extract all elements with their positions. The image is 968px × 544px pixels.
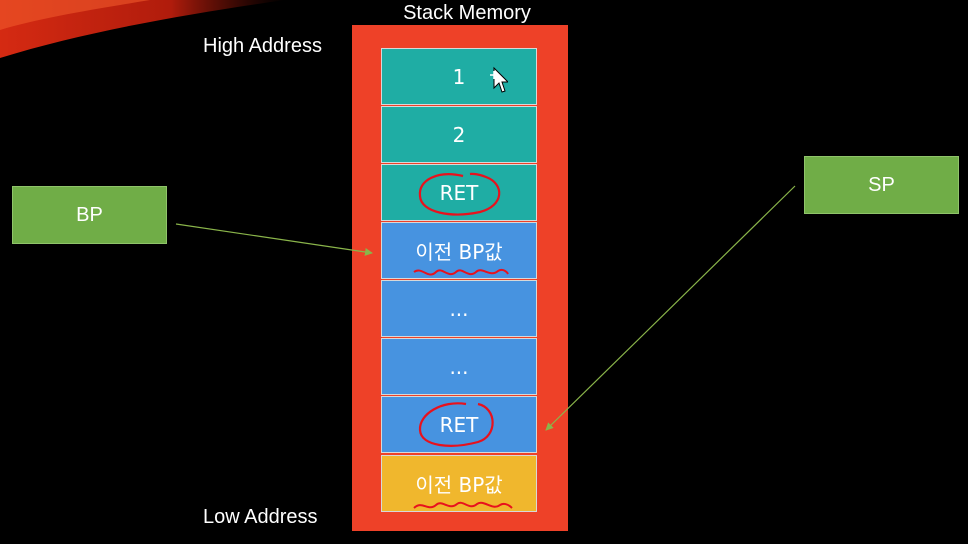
bp-arrow [175,223,373,256]
diagram-title: Stack Memory [403,2,531,24]
stack-cell-prev-bp-upper: 이전 BP값 [381,222,537,279]
mouse-cursor-icon [490,66,508,93]
stack-cell-ellipsis-1: ... [381,280,537,337]
low-address-label: Low Address [203,506,318,528]
sp-pointer-box: SP [804,156,959,214]
sp-arrow [545,185,796,431]
stack-cell-ret-lower: RET [381,396,537,453]
stack-cell-1: 1 [381,48,537,105]
bp-pointer-box: BP [12,186,167,244]
stack-cell-2: 2 [381,106,537,163]
decorative-swoosh [0,0,285,58]
stack-cell-prev-bp-lower: 이전 BP값 [381,455,537,512]
stack-cell-ellipsis-2: ... [381,338,537,395]
high-address-label: High Address [203,35,322,57]
stack-cell-ret-upper: RET [381,164,537,221]
